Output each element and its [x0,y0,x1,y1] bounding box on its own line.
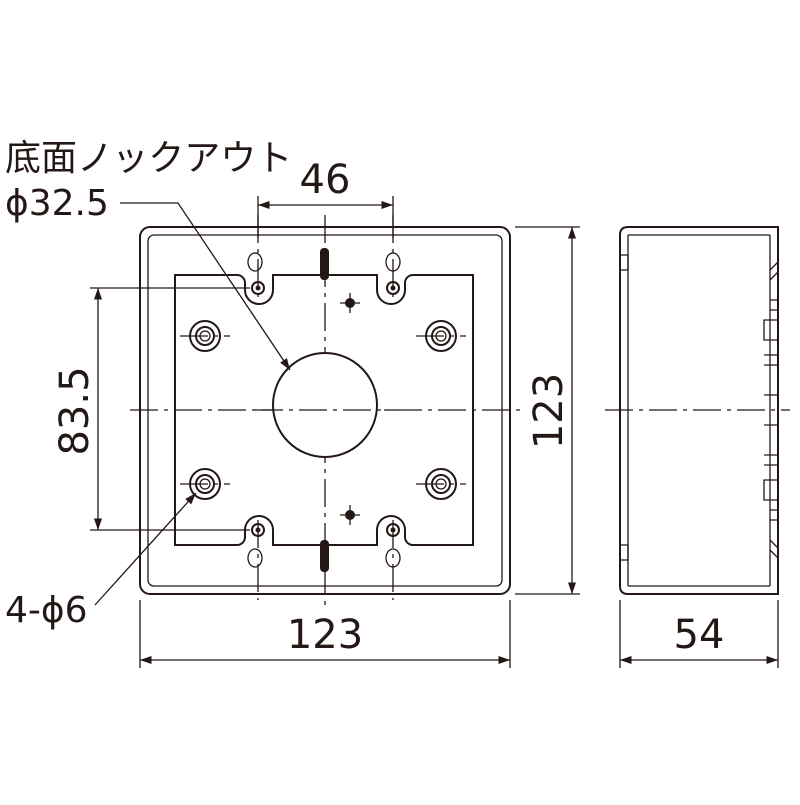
side-view [605,226,790,595]
mounting-holes-label: 4-ϕ6 [5,590,88,631]
front-view [130,215,520,610]
mounting-holes [180,320,466,500]
dim-side-depth: 54 [674,612,725,658]
inner-plate-outline [174,274,474,546]
knockout-diameter-label: ϕ32.5 [5,183,109,224]
annotations: 底面ノックアウト ϕ32.5 4-ϕ6 [5,138,292,631]
side-outline [619,226,779,595]
dim-knockout-pitch: 46 [300,157,351,203]
knockout-title-label: 底面ノックアウト [5,138,292,179]
dim-hole-pitch-vertical: 83.5 [52,366,98,455]
bottom-slot [320,540,329,572]
bottom-knockout [272,352,378,458]
top-oval-holes [247,252,401,295]
top-slot [320,248,329,280]
dimensions: 46 83.5 123 123 54 [52,157,779,668]
dim-front-width: 123 [287,612,363,658]
bottom-oval-holes [247,523,401,568]
mounting-holes-leader [94,492,197,606]
dim-front-height: 123 [526,373,572,449]
screw-points [340,293,360,525]
knockout-leader [120,202,291,371]
